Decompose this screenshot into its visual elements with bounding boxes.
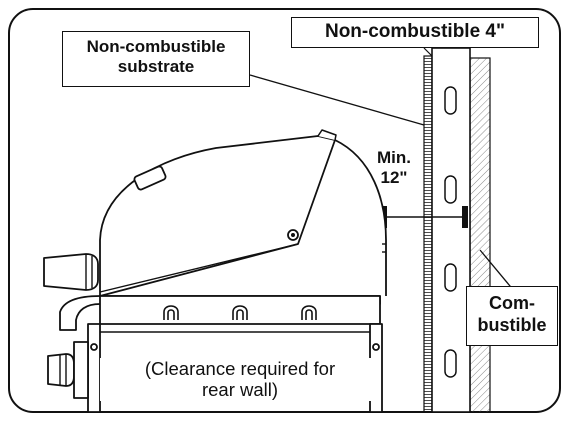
side-handle [43, 253, 99, 291]
lid-handle-block [133, 165, 167, 191]
combustible-leader [479, 249, 516, 293]
substrate-label-line1: Non-combustible [86, 37, 226, 56]
substrate-leader [249, 74, 425, 126]
combustible-label-line1: Com- [489, 293, 535, 313]
knob-3 [301, 305, 317, 320]
firebox-back [334, 139, 387, 296]
substrate-label-line2: substrate [117, 57, 195, 77]
noncombustible-4-label: Non-combustible 4" [324, 21, 506, 42]
control-knobs [163, 305, 317, 320]
clearance-note-line2: rear wall) [201, 379, 279, 401]
knob-2 [232, 305, 248, 320]
knob-1 [163, 305, 179, 320]
clearance-note: (Clearance required for rear wall) [100, 358, 380, 401]
grill-lid [99, 135, 336, 297]
twelve-inch-label: 12" [380, 168, 408, 188]
noncombustible-4-callout: Non-combustible 4" [291, 17, 539, 48]
min-label: Min. [377, 148, 411, 167]
knockout-3 [444, 263, 457, 292]
combustible-wall [469, 57, 491, 413]
grill [43, 129, 387, 413]
knockout-1 [444, 86, 457, 115]
knockout-4 [444, 349, 457, 378]
knockout-2 [444, 175, 457, 204]
combustible-label-line2: bustible [477, 314, 547, 335]
substrate-strip [423, 55, 433, 413]
outer-frame [8, 8, 561, 413]
regulator-knob [47, 353, 75, 387]
substrate-callout: Non-combustible substrate [62, 31, 250, 87]
min-clearance-label: Min. 12" [364, 148, 424, 189]
clearance-note-line1: (Clearance required for [144, 358, 336, 379]
cart-left-post [87, 323, 101, 413]
stud-knockouts [444, 86, 457, 378]
combustible-callout: Com- bustible [466, 286, 558, 346]
